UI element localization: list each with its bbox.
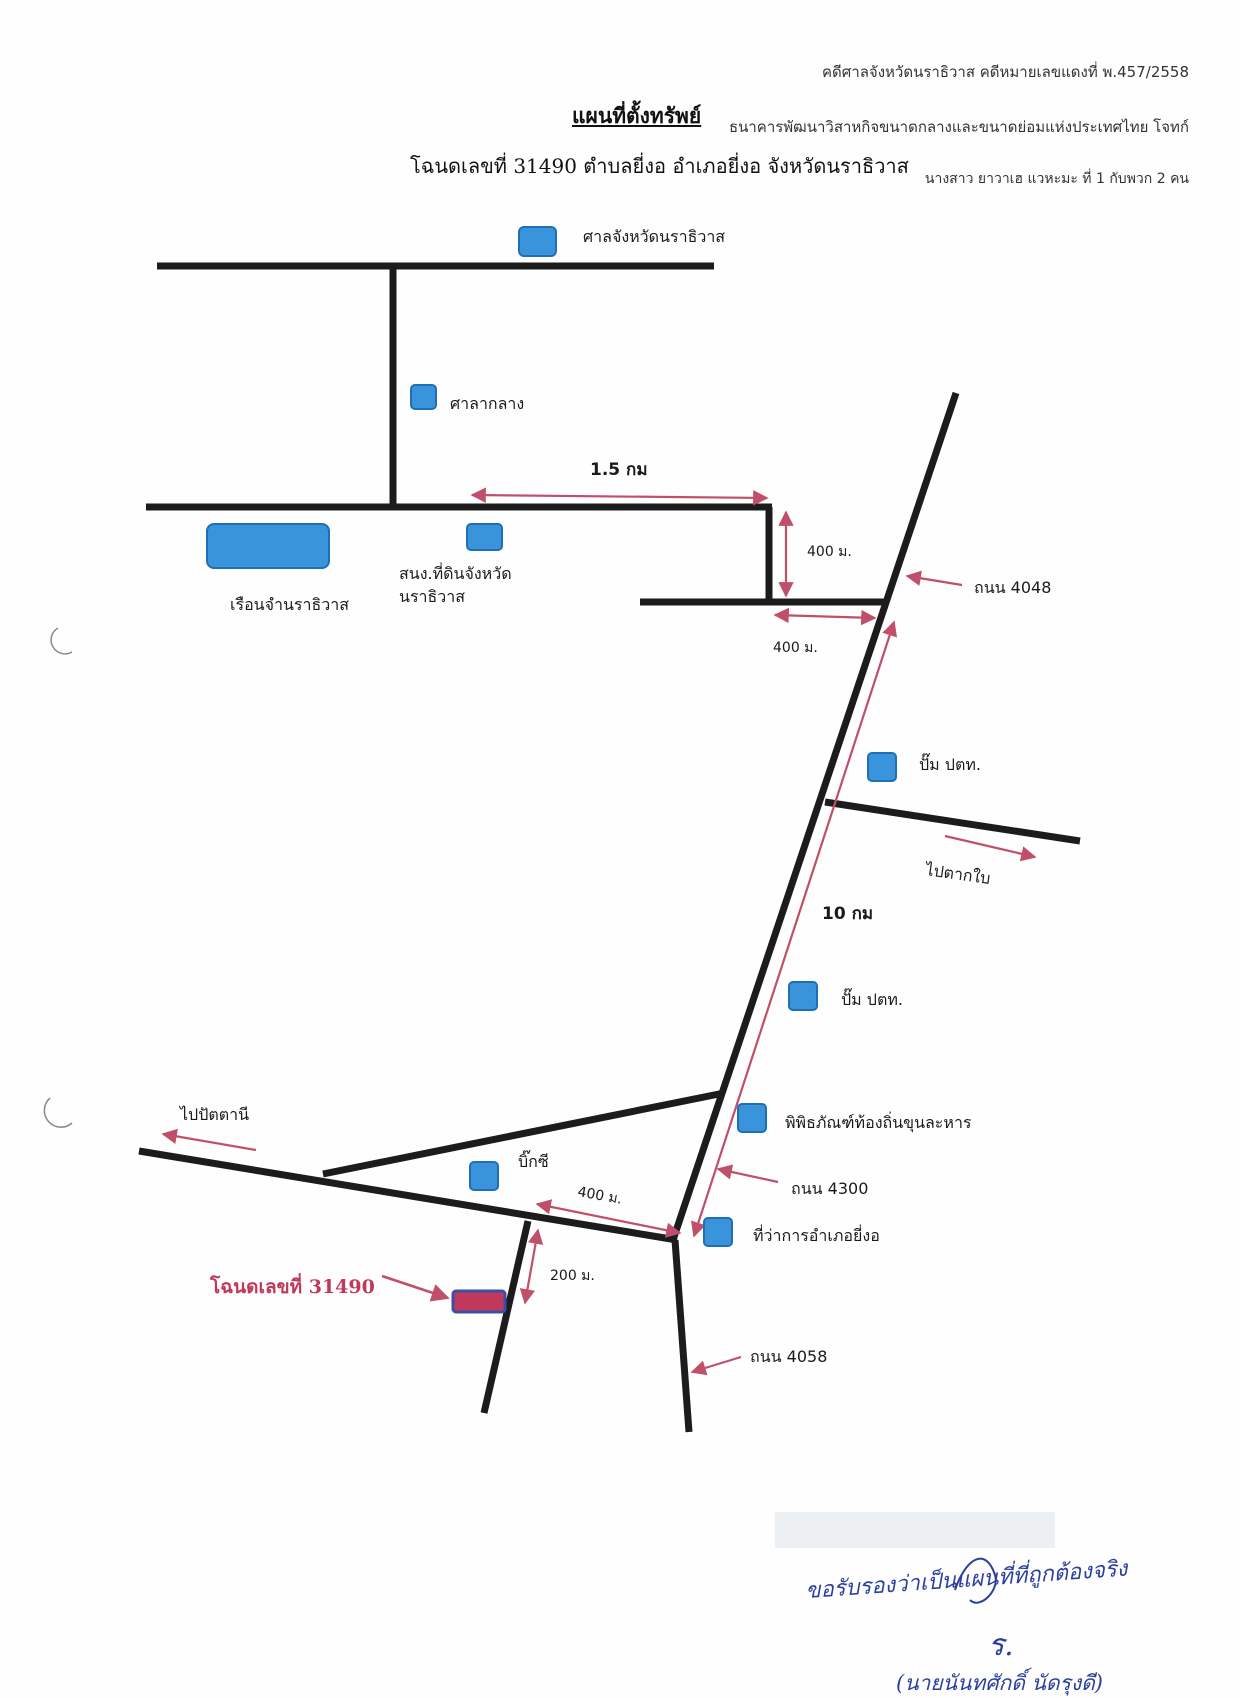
arrow-property — [381, 1274, 450, 1302]
arrow-1-5km — [470, 487, 769, 506]
to-pattani-label: ไปปัตตานี — [178, 1105, 249, 1124]
arrow-400-horizontal — [773, 607, 877, 626]
certification-text: ขอรับรองว่าเป็นแผนที่ที่ถูกต้องจริง — [804, 1552, 1130, 1604]
plaintiff-name: ธนาคารพัฒนาวิสาหกิจขนาดกลางและขนาดย่อมแห… — [728, 118, 1189, 136]
binder-hole-mark — [43, 1097, 73, 1128]
binder-hole-mark — [50, 627, 73, 655]
pump2-label: ปั๊ม ปตท. — [841, 988, 903, 1009]
defendants-line: นางสาว ยาวาเฮ แวหะมะ ที่ 1 กับพวก 2 คน — [924, 171, 1189, 187]
distance-400-horizontal-label: 400 ม. — [773, 640, 818, 656]
distance-1-5km-label: 1.5 กม — [590, 460, 648, 480]
signature-stroke — [954, 1557, 997, 1604]
road-diagonal-northwest — [322, 1089, 725, 1178]
pump1-marker-icon — [867, 752, 897, 782]
road-network — [138, 262, 1081, 1433]
arrow-to-pattani — [161, 1128, 257, 1152]
arrow-road-4300 — [716, 1164, 779, 1184]
district-office-marker-icon — [703, 1217, 733, 1247]
arrow-10km — [690, 620, 898, 1238]
distance-400-vertical-label: 400 ม. — [807, 544, 852, 560]
to-dakbai-label: ไปตากใบ — [922, 860, 991, 888]
bigc-label: บิ๊กซี — [518, 1150, 549, 1171]
distance-200-label: 200 ม. — [550, 1268, 595, 1284]
land-office-label-line2: นราธิวาส — [399, 587, 465, 606]
deed-location-line: โฉนดเลขที่ 31490 ตำบลยี่งอ อำเภอยี่งอ จั… — [410, 154, 909, 178]
city-hall-marker-icon — [410, 384, 437, 410]
property-deed-label: โฉนดเลขที่ 31490 — [209, 1273, 375, 1298]
signatory-name: (นายนันทศักดิ์ นัดรุงดี) — [896, 1667, 1103, 1696]
land-office-label-line1: สนง.ที่ดินจังหวัด — [399, 562, 512, 583]
bigc-marker-icon — [469, 1161, 499, 1191]
arrow-400-bottom — [535, 1199, 682, 1238]
city-hall-label: ศาลากลาง — [450, 394, 524, 413]
road-property-access — [480, 1220, 532, 1414]
distance-400-bottom-label: 400 ม. — [576, 1184, 623, 1208]
arrow-road-4058 — [690, 1355, 742, 1376]
district-office-label: ที่ว่าการอำเภอยี่งอ — [753, 1224, 880, 1245]
signature-block: ขอรับรองว่าเป็นแผนที่ที่ถูกต้องจริง ร. (… — [775, 1512, 1130, 1696]
road-4300-label: ถนน 4300 — [791, 1179, 868, 1198]
pump1-label: ปั๊ม ปตท. — [919, 753, 981, 774]
prison-label: เรือนจำนราธิวาส — [230, 595, 349, 614]
arrow-to-dakbai — [944, 834, 1037, 862]
road-4048-label: ถนน 4048 — [974, 578, 1051, 597]
distance-10km-label: 10 กม — [822, 904, 873, 924]
land-office-marker-icon — [466, 523, 503, 551]
map-title: แผนที่ตั้งทรัพย์ — [572, 103, 702, 128]
arrow-200 — [519, 1228, 544, 1305]
prison-marker-icon — [206, 523, 330, 569]
arrow-road-4048 — [905, 570, 963, 587]
property-parcel — [451, 1289, 507, 1314]
road-4058-label: ถนน 4058 — [750, 1347, 827, 1366]
pump2-marker-icon — [788, 981, 818, 1011]
road-4058 — [671, 1239, 693, 1433]
museum-marker-icon — [737, 1103, 767, 1133]
court-marker-icon — [518, 226, 557, 257]
museum-label: พิพิธภัณฑ์ท้องถิ่นขุนละหาร — [785, 1111, 972, 1133]
signature-initial: ร. — [988, 1628, 1014, 1663]
case-reference: คดีศาลจังหวัดนราธิวาส คดีหมายเลขแดงที่ พ… — [822, 63, 1189, 81]
court-label: ศาลจังหวัดนราธิวาส — [583, 227, 725, 246]
road-to-dakbai — [824, 798, 1081, 845]
faded-stamp — [775, 1512, 1055, 1548]
